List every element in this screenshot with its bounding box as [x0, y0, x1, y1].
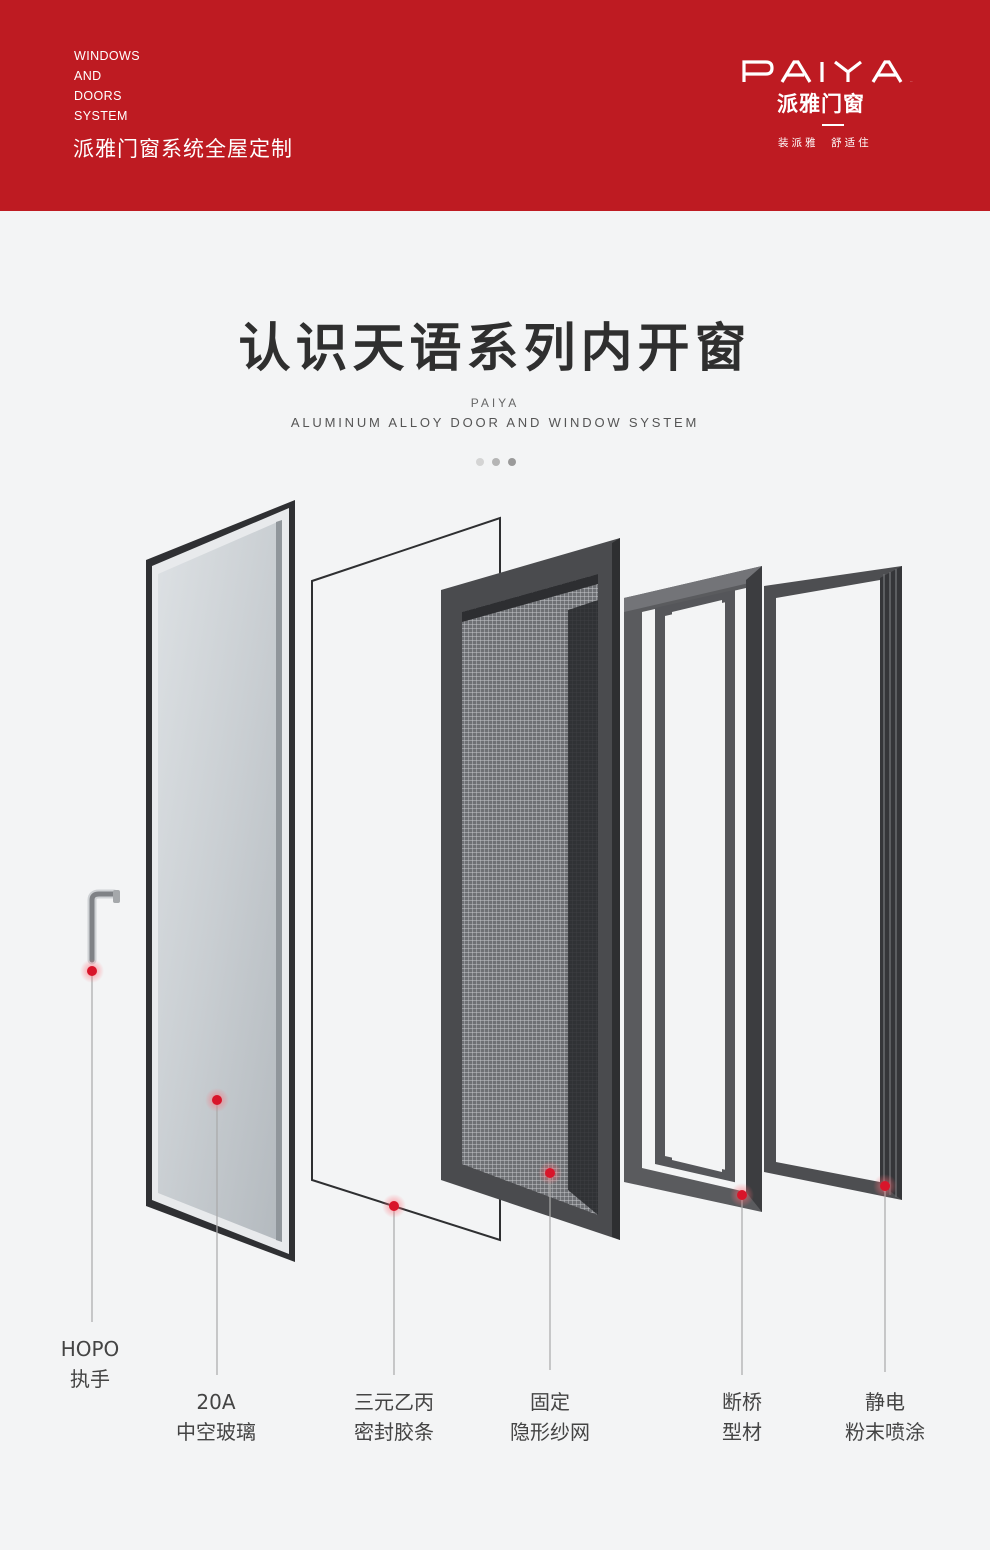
label-seal: 三元乙丙 密封胶条 [324, 1387, 464, 1447]
screen-mesh-icon [441, 538, 620, 1240]
leader-lines [91, 972, 886, 1375]
marker-dot-icon [730, 1183, 754, 1207]
label-line1: HOPO [60, 1337, 120, 1361]
header-banner: WINDOWS AND DOORS SYSTEM 派雅门窗系统全屋定制 PAIY… [0, 0, 990, 211]
header-en-line: AND [74, 69, 102, 83]
label-glass: 20A 中空玻璃 [146, 1387, 286, 1447]
label-line2: 粉末喷涂 [845, 1420, 925, 1444]
brand-logo: PAIYA 派雅门窗 装派雅 舒适住 [740, 58, 930, 158]
markers [80, 959, 897, 1218]
profile-frame-icon [624, 566, 762, 1212]
label-line2: 隐形纱网 [510, 1420, 590, 1444]
paiya-wordmark: PAIYA [742, 60, 913, 83]
label-line2: 密封胶条 [354, 1420, 434, 1444]
marker-dot-icon [382, 1194, 406, 1218]
exploded-window-diagram [80, 500, 902, 1375]
pager-dot [492, 458, 501, 466]
pager-dot [476, 458, 484, 466]
coated-frame-icon [764, 566, 902, 1200]
seal-strip-icon [311, 516, 501, 1242]
label-profile: 断桥 型材 [672, 1387, 812, 1447]
header-en-line: SYSTEM [74, 109, 128, 123]
logo-divider [822, 124, 844, 126]
pager-dots [476, 451, 519, 466]
marker-dot-icon [205, 1088, 229, 1112]
pager-dot [508, 458, 517, 466]
label-line1: 静电 [865, 1390, 905, 1414]
handle-icon [87, 889, 120, 965]
logo-cn-name: 派雅门窗 [777, 92, 865, 116]
marker-dot-icon [873, 1174, 897, 1198]
label-line1: 20A [196, 1390, 236, 1414]
label-screen: 固定 隐形纱网 [480, 1387, 620, 1447]
header-en-line: WINDOWS [74, 49, 140, 63]
subtitle-en: ALUMINUM ALLOY DOOR AND WINDOW SYSTEM [290, 415, 700, 430]
label-coating: 静电 粉末喷涂 [815, 1387, 955, 1447]
wordmark-text: PAIYA [910, 80, 913, 83]
label-line2: 型材 [722, 1420, 762, 1444]
logo-slogan: 装派雅 舒适住 [778, 137, 872, 149]
label-line2: 中空玻璃 [176, 1420, 256, 1444]
label-handle: HOPO 执手 [20, 1334, 160, 1394]
header-tagline: 派雅门窗系统全屋定制 [73, 137, 293, 161]
marker-dot-icon [80, 959, 104, 983]
label-line1: 断桥 [722, 1390, 762, 1414]
header-en-line: DOORS [74, 89, 122, 103]
label-line1: 固定 [530, 1390, 570, 1414]
marker-dot-icon [538, 1161, 562, 1185]
page-title: 认识天语系列内开窗 [238, 319, 752, 379]
glass-panel-icon [146, 500, 295, 1262]
subtitle-brand: PAIYA [470, 396, 520, 410]
label-line1: 三元乙丙 [354, 1390, 434, 1414]
header-en-text: WINDOWS AND DOORS SYSTEM [74, 46, 140, 126]
label-line2: 执手 [70, 1367, 110, 1391]
